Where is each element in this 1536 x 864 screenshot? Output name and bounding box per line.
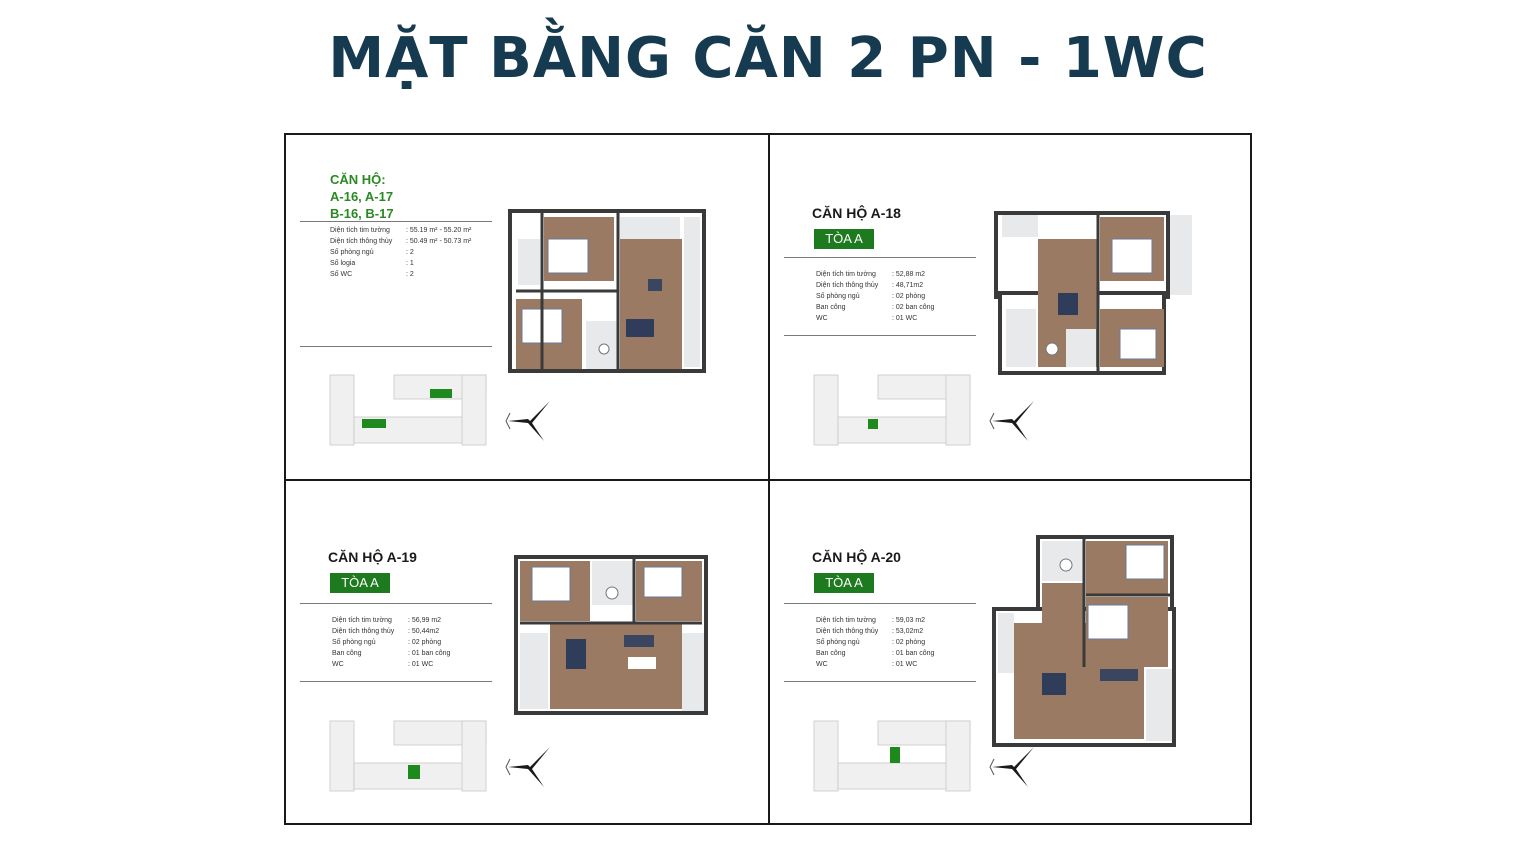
heading-line-2: A-16, A-17 (330, 189, 394, 204)
spec-row: Ban công: 01 ban công (332, 650, 451, 657)
spec-row: Diện tích tim tường: 59,03 m2 (816, 617, 926, 624)
panel-heading: CĂN HỘ A-19 (328, 549, 417, 565)
spec-row: Diện tích thông thủy: 50.49 m² - 50.73 m… (330, 238, 472, 245)
building-tag: TÒA A (814, 229, 874, 249)
spec-row: Diện tích thông thủy: 50,44m2 (332, 628, 440, 635)
panel-a19: CĂN HỘ A-19 TÒA A Diện tích tim tường: 5… (286, 481, 768, 825)
spec-list: Diện tích tim tường: 59,03 m2 Diện tích … (816, 615, 972, 670)
spec-row: Số phòng ngủ: 02 phòng (816, 639, 926, 646)
compass-icon (989, 401, 1034, 441)
building-tag: TÒA A (330, 573, 390, 593)
spec-row: Diện tích tim tường: 56,99 m2 (332, 617, 442, 624)
spec-row: Số WC: 2 (330, 271, 414, 278)
floor-plan-image (994, 211, 1192, 375)
spec-top-rule (300, 221, 492, 222)
spec-top-rule (784, 603, 976, 604)
panel-heading: CĂN HỘ A-18 (812, 205, 901, 221)
compass-icon (505, 401, 550, 441)
compass-icon (989, 747, 1034, 787)
grid-horizontal-divider (286, 479, 1250, 481)
building-tag: TÒA A (814, 573, 874, 593)
floor-plan-grid: CĂN HỘ: A-16, A-17 B-16, B-17 Diện tích … (284, 133, 1252, 825)
building-key-map (329, 374, 487, 446)
spec-bottom-rule (300, 681, 492, 682)
spec-row: Diện tích tim tường: 55.19 m² - 55.20 m² (330, 227, 472, 234)
spec-bottom-rule (784, 335, 976, 336)
spec-row: WC: 01 WC (816, 661, 918, 668)
page-title: MẶT BẰNG CĂN 2 PN - 1WC (328, 26, 1208, 91)
spec-row: WC: 01 WC (332, 661, 434, 668)
compass-icon (505, 747, 550, 787)
panel-a18: CĂN HỘ A-18 TÒA A Diện tích tim tường: 5… (770, 135, 1252, 479)
spec-top-rule (784, 257, 976, 258)
floor-plan-image (992, 535, 1176, 747)
spec-row: Diện tích tim tường: 52,88 m2 (816, 271, 926, 278)
spec-bottom-rule (784, 681, 976, 682)
spec-list: Diện tích tim tường: 56,99 m2 Diện tích … (332, 615, 488, 670)
spec-row: Số logia: 1 (330, 260, 414, 267)
panel-a20: CĂN HỘ A-20 TÒA A Diện tích tim tường: 5… (770, 481, 1252, 825)
spec-list: Diện tích tim tường: 55.19 m² - 55.20 m²… (330, 225, 486, 280)
spec-row: Ban công: 02 ban công (816, 304, 935, 311)
building-key-map (813, 720, 971, 792)
spec-row: Diện tích thông thủy: 53,02m2 (816, 628, 924, 635)
panel-a16-a17: CĂN HỘ: A-16, A-17 B-16, B-17 Diện tích … (286, 135, 768, 479)
panel-heading: CĂN HỘ A-20 (812, 549, 901, 565)
spec-row: Ban công: 01 ban công (816, 650, 935, 657)
spec-bottom-rule (300, 346, 492, 347)
floor-plan-image (514, 555, 708, 715)
panel-heading: CĂN HỘ: A-16, A-17 B-16, B-17 (330, 171, 394, 222)
spec-row: WC: 01 WC (816, 315, 918, 322)
building-key-map (813, 374, 971, 446)
heading-line-3: B-16, B-17 (330, 206, 394, 221)
spec-top-rule (300, 603, 492, 604)
spec-list: Diện tích tim tường: 52,88 m2 Diện tích … (816, 269, 972, 324)
floor-plan-image (508, 209, 706, 373)
spec-row: Số phòng ngủ: 02 phòng (332, 639, 442, 646)
spec-row: Số phòng ngủ: 2 (330, 249, 414, 256)
spec-row: Diện tích thông thủy: 48,71m2 (816, 282, 924, 289)
building-key-map (329, 720, 487, 792)
spec-row: Số phòng ngủ: 02 phòng (816, 293, 926, 300)
heading-line-1: CĂN HỘ: (330, 172, 386, 187)
